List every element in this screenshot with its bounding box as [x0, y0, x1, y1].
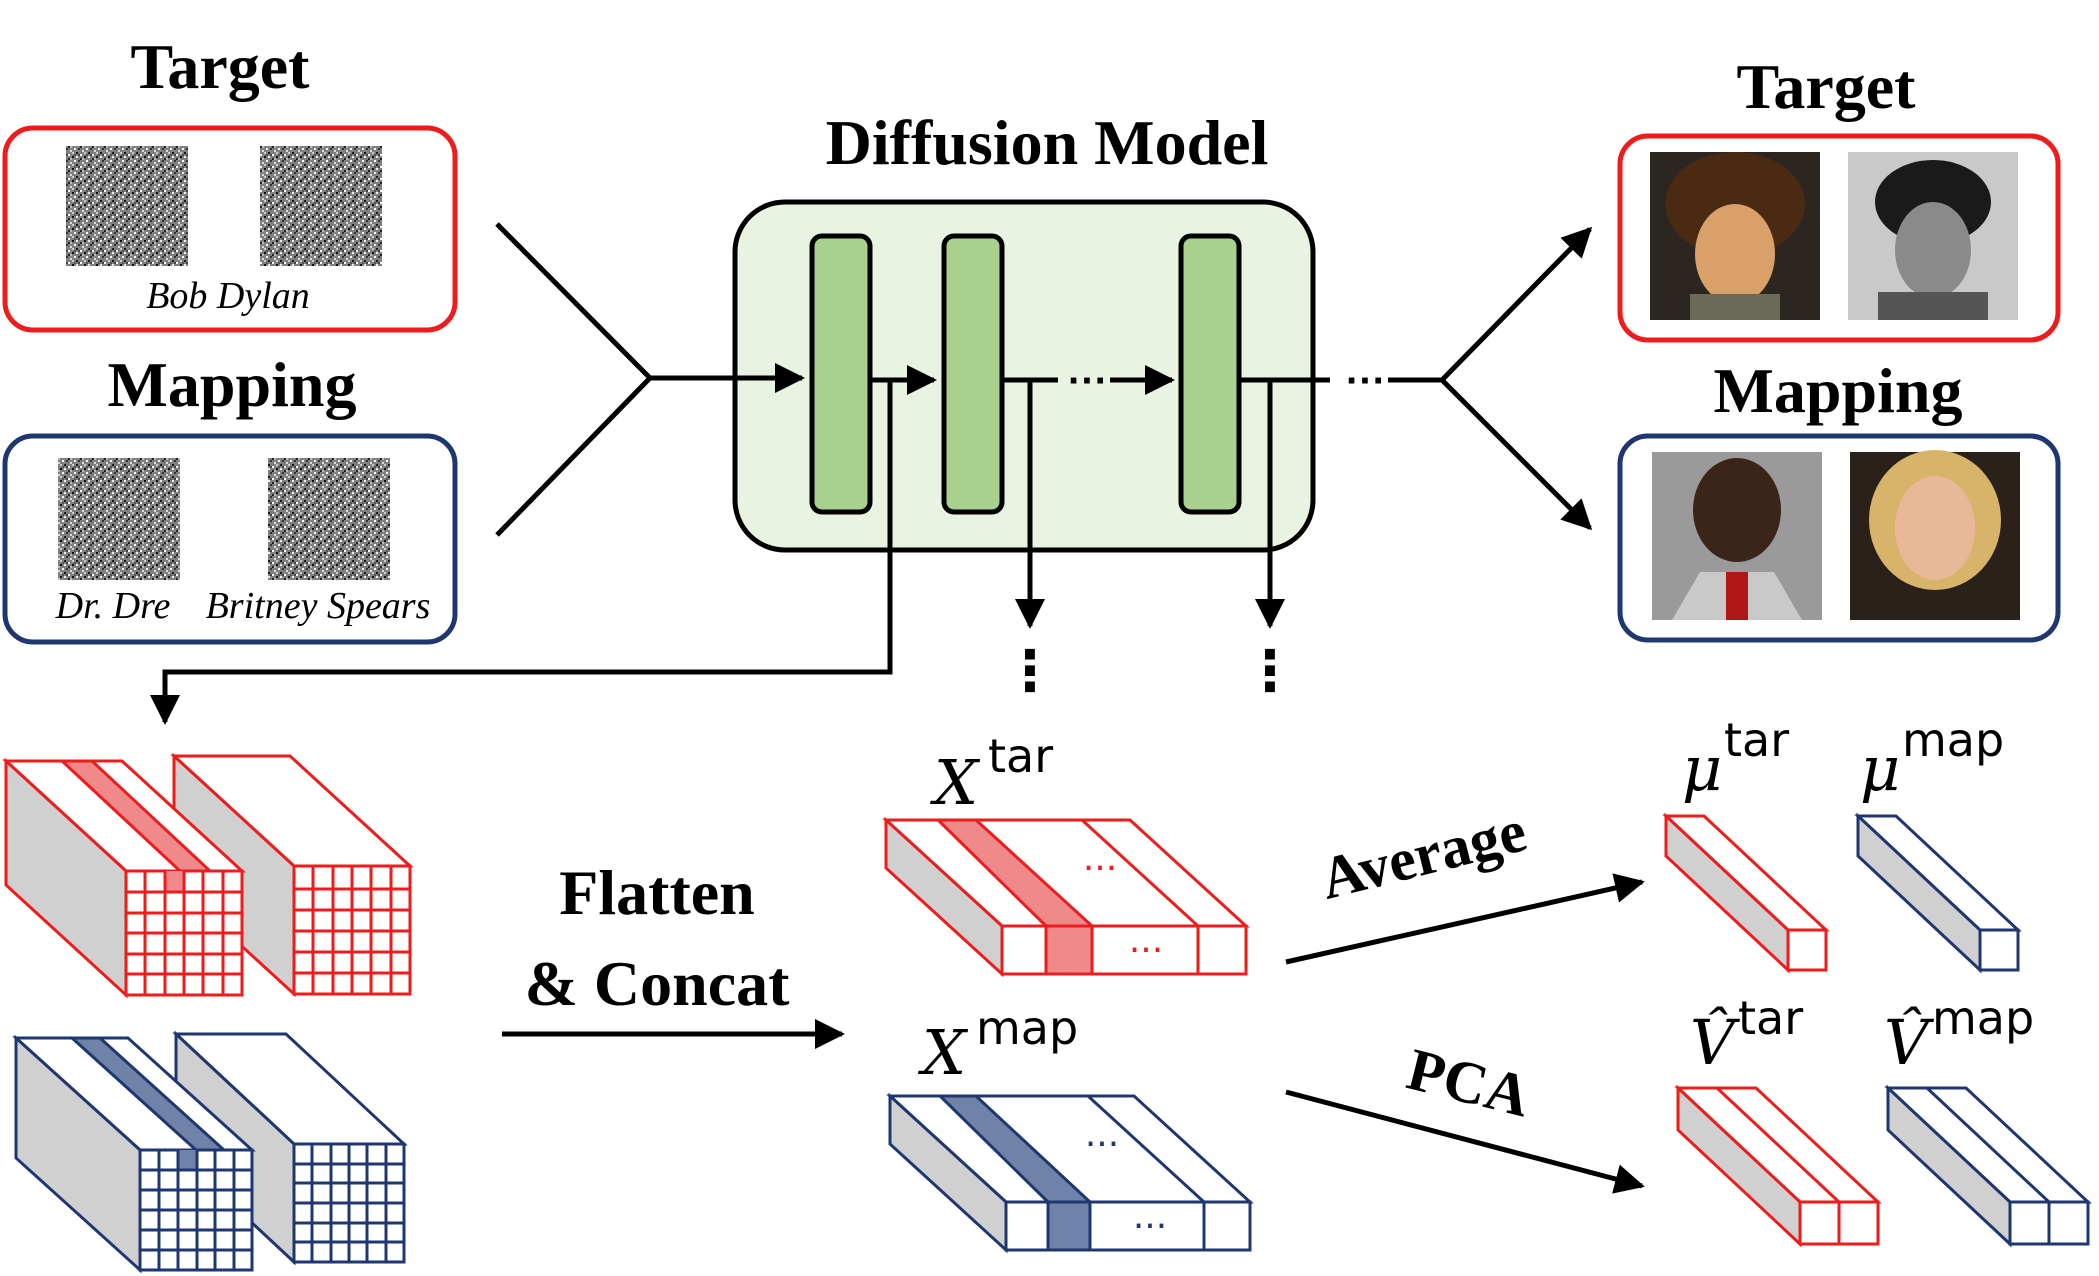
unet-block-2	[941, 233, 1005, 515]
v-tar-basis	[1674, 1084, 1882, 1248]
left-mapping-title: Mapping	[108, 349, 357, 420]
diffusion-model-title: Diffusion Model	[826, 107, 1269, 178]
x-map-dots-front: ···	[1133, 1206, 1167, 1247]
flatten-label-line1: Flatten	[559, 857, 755, 928]
v-map-superscript: map	[1932, 991, 2034, 1045]
x-map-matrix	[886, 1092, 1254, 1254]
v-map-symbol: V̂	[1884, 1006, 1935, 1079]
mu-tar-symbol: μ	[1682, 732, 1722, 805]
mu-map-vector	[1854, 812, 2022, 974]
vdots-tap-n: ⋮	[1242, 639, 1298, 704]
feature-block-mapping-1	[12, 1034, 256, 1274]
ellipsis-after-model: ···	[1346, 359, 1386, 403]
x-tar-matrix	[882, 816, 1250, 978]
arrow-to-target-output	[1440, 226, 1593, 382]
feature-block-target-1	[2, 757, 246, 999]
x-tar-superscript: tar	[988, 729, 1053, 783]
noise-image-target-2	[260, 146, 382, 266]
portrait-bob-dylan-color	[1650, 152, 1820, 320]
x-map-superscript: map	[976, 1001, 1078, 1055]
left-mapping-caption-a: Dr. Dre	[55, 585, 171, 627]
mu-tar-superscript: tar	[1724, 713, 1789, 767]
mu-map-superscript: map	[1902, 713, 2004, 767]
v-tar-superscript: tar	[1738, 991, 1803, 1045]
arrow-to-mapping-output	[1440, 378, 1593, 531]
x-tar-dots-top: ···	[1083, 848, 1117, 889]
x-tar-symbol: X	[930, 746, 981, 819]
v-map-basis	[1884, 1084, 2092, 1248]
average-label: Average	[1314, 797, 1533, 912]
pca-label: PCA	[1401, 1036, 1537, 1130]
right-mapping-title: Mapping	[1714, 355, 1963, 426]
portrait-britney-spears	[1850, 450, 2020, 620]
unet-block-1	[809, 233, 873, 515]
flatten-label-line2: & Concat	[525, 948, 791, 1019]
x-tar-dots-front: ···	[1129, 930, 1163, 971]
pca-arrow	[1285, 1089, 1645, 1194]
left-mapping-caption-b: Britney Spears	[206, 585, 431, 627]
v-tar-symbol: V̂	[1690, 1006, 1741, 1079]
ellipsis-between-blocks: ···	[1068, 359, 1108, 403]
x-map-symbol: X	[918, 1016, 969, 1089]
average-arrow	[1285, 873, 1645, 965]
right-target-title: Target	[1737, 51, 1917, 122]
merge-line-bottom	[495, 376, 652, 537]
merge-line-top	[495, 222, 652, 380]
mu-tar-vector	[1662, 812, 1830, 974]
vdots-tap-2: ⋮	[1002, 639, 1058, 704]
left-target-caption: Bob Dylan	[146, 275, 310, 317]
x-map-dots-top: ···	[1085, 1124, 1119, 1165]
noise-image-mapping-1	[58, 458, 180, 580]
portrait-dr-dre	[1652, 452, 1822, 620]
noise-image-mapping-2	[268, 458, 390, 580]
left-target-title: Target	[131, 31, 311, 102]
portrait-bob-dylan-bw	[1848, 152, 2018, 320]
mu-map-symbol: μ	[1860, 732, 1900, 805]
unet-block-n	[1178, 233, 1242, 515]
feature-tap-arrow	[150, 380, 893, 725]
noise-image-target-1	[66, 146, 188, 266]
